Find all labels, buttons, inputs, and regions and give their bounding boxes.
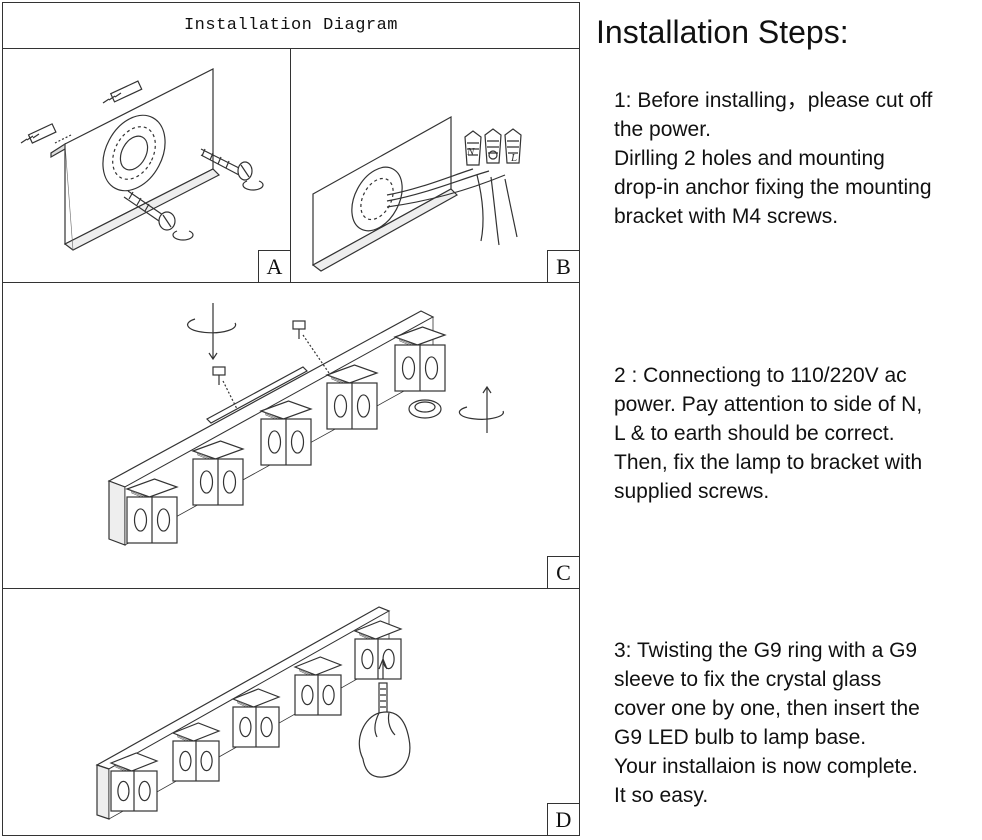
- up-arrow-icon: [378, 657, 388, 679]
- bracket-screws-illustration: [20, 68, 264, 251]
- neutral-label: N: [466, 146, 475, 158]
- step-line: cover one by one, then insert the: [614, 697, 920, 720]
- step-line: the power.: [614, 118, 711, 141]
- wire: [504, 178, 518, 238]
- step-line: G9 LED bulb to lamp base.: [614, 726, 867, 749]
- hand-icon: [358, 711, 411, 778]
- panel-tag-c: C: [547, 556, 579, 588]
- step-line: Dirlling 2 holes and mounting: [614, 147, 885, 170]
- step-line: 2 : Connectiong to 110/220V ac: [614, 364, 907, 387]
- lamp-head-icon: [393, 326, 447, 392]
- lamp-head-icon: [259, 400, 313, 466]
- bulb-insert-illustration: [95, 606, 411, 820]
- mounting-ring: [351, 166, 403, 232]
- step-line: 1: Before installing，please cut off: [614, 89, 933, 112]
- g9-bulb-icon: [378, 682, 388, 716]
- wire-connector-icon: [484, 128, 502, 164]
- lamp-head-icon: [353, 620, 403, 680]
- panel-c: C: [3, 283, 579, 589]
- wire: [386, 174, 506, 208]
- step-line: supplied screws.: [614, 480, 770, 503]
- step-line: sleeve to fix the crystal glass: [614, 668, 882, 691]
- panel-tag-d: D: [547, 803, 579, 835]
- lamp-head-icon: [325, 364, 379, 430]
- earth-symbol-icon: [488, 150, 498, 160]
- step-3: 3: Twisting the G9 ring with a G9 sleeve…: [614, 636, 982, 810]
- diagram-title: Installation Diagram: [3, 3, 579, 49]
- step-line: Your installaion is now complete.: [614, 755, 918, 778]
- mounting-bracket: [206, 366, 308, 424]
- rotate-arrow-icon: [172, 230, 194, 241]
- wire: [490, 176, 500, 246]
- step-line: bracket with M4 screws.: [614, 205, 839, 228]
- wire: [476, 174, 484, 242]
- mounting-ring: [102, 114, 166, 192]
- panel-tag-a: A: [258, 250, 290, 282]
- step-line: It so easy.: [614, 784, 709, 807]
- step-line: Then, fix the lamp to bracket with: [614, 451, 923, 474]
- wire-connector-icon: [464, 130, 482, 166]
- screw-icon: [292, 320, 330, 374]
- installation-diagram-frame: Installation Diagram: [2, 2, 580, 836]
- lamp-head-icon: [293, 656, 343, 716]
- screw-icon: [200, 148, 253, 181]
- panel-a: A: [3, 49, 291, 283]
- step-line: 3: Twisting the G9 ring with a G9: [614, 639, 918, 662]
- step-2: 2 : Connectiong to 110/220V ac power. Pa…: [614, 361, 982, 506]
- panel-b: N L B: [291, 49, 579, 283]
- wire: [386, 170, 490, 202]
- lamp-head-icon: [109, 752, 159, 812]
- panel-d: D: [3, 589, 579, 835]
- lamp-head-icon: [171, 722, 221, 782]
- screw-icon: [212, 366, 238, 410]
- wire: [386, 168, 474, 196]
- step-line: power. Pay attention to side of N,: [614, 393, 923, 416]
- live-label: L: [510, 152, 517, 164]
- panel-tag-b: B: [547, 250, 579, 282]
- rotate-arrow-icon: [187, 318, 237, 334]
- rotate-arrow-icon: [458, 406, 504, 420]
- lamp-mounting-illustration: [107, 303, 504, 546]
- g9-ring: [408, 399, 442, 419]
- rotate-arrow-icon: [242, 180, 264, 191]
- wiring-illustration: N L: [311, 115, 522, 272]
- lamp-head-icon: [231, 688, 281, 748]
- screw-icon: [123, 190, 176, 231]
- lamp-head-icon: [191, 440, 245, 506]
- lamp-head-icon: [125, 478, 179, 544]
- wall-anchor-icon: [102, 80, 143, 104]
- step-1: 1: Before installing，please cut off the …: [614, 86, 982, 231]
- step-line: L & to earth should be correct.: [614, 422, 895, 445]
- wire-connector-icon: [504, 128, 522, 164]
- wall-anchor-icon: [20, 123, 57, 144]
- step-line: drop-in anchor fixing the mounting: [614, 176, 932, 199]
- steps-title: Installation Steps:: [596, 14, 849, 50]
